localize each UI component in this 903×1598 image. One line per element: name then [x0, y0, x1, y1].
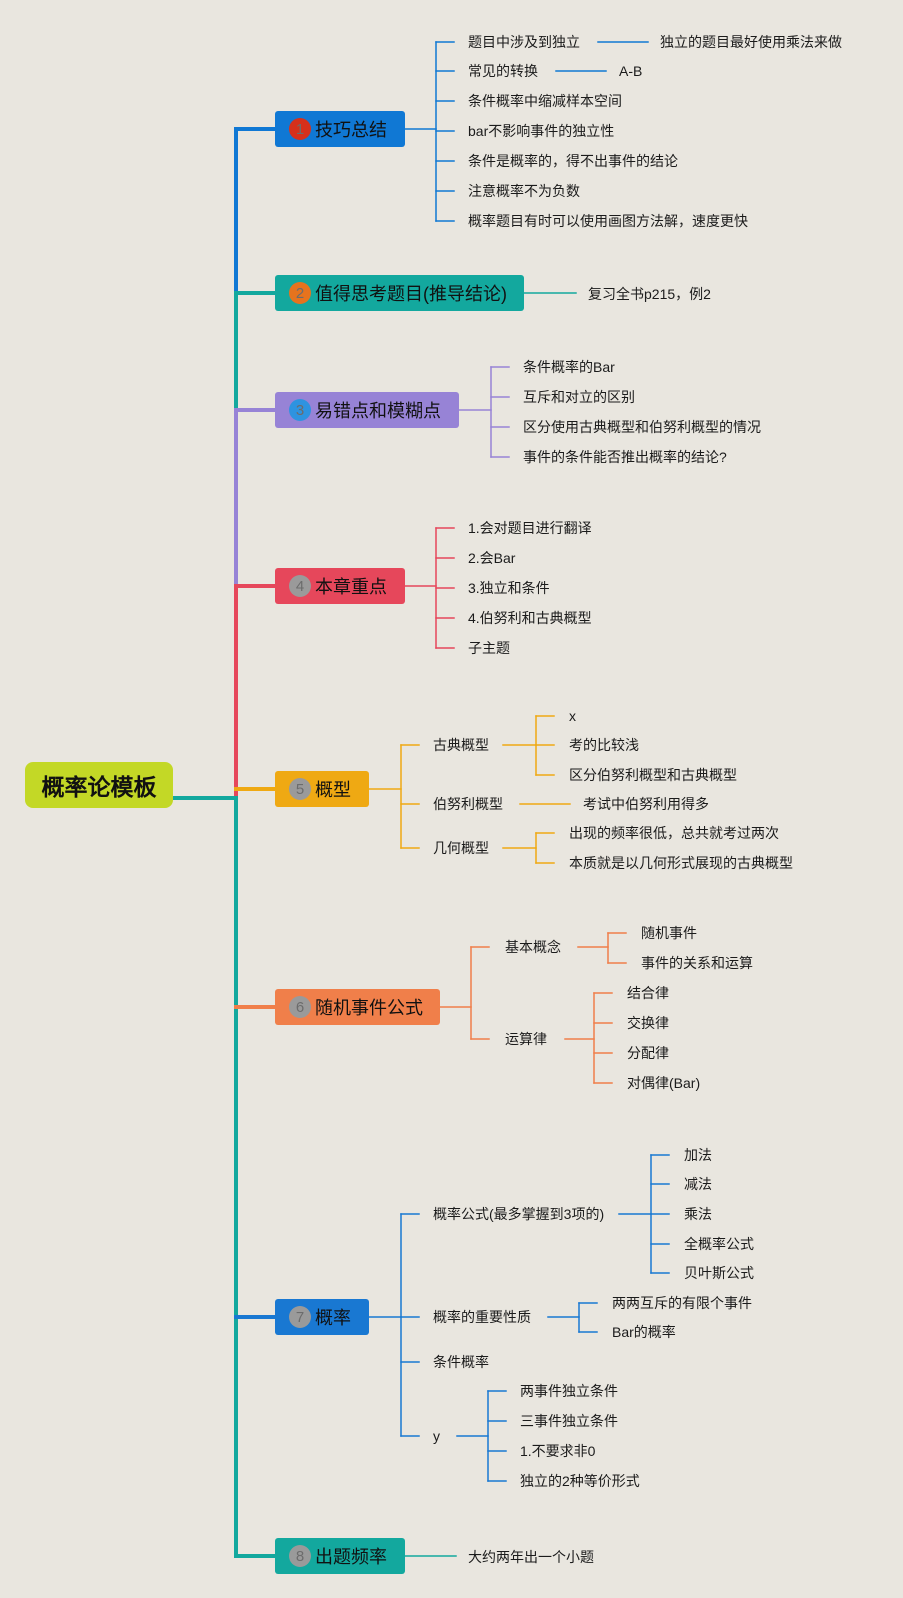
list-item[interactable]: 区分使用古典概型和伯努利概型的情况 [523, 419, 761, 435]
list-item[interactable]: 区分伯努利概型和古典概型 [569, 767, 737, 783]
list-item[interactable]: 注意概率不为负数 [468, 183, 580, 199]
list-item[interactable]: 2.会Bar [468, 550, 516, 566]
branch-6[interactable]: 6 随机事件公式 [275, 989, 440, 1025]
list-item[interactable]: 全概率公式 [684, 1236, 754, 1252]
list-item[interactable]: 4.伯努利和古典概型 [468, 610, 592, 626]
list-item[interactable]: 两两互斥的有限个事件 [612, 1295, 752, 1311]
list-item[interactable]: 对偶律(Bar) [627, 1075, 701, 1091]
branch-label: 技巧总结 [315, 120, 387, 140]
list-item[interactable]: 互斥和对立的区别 [523, 389, 635, 405]
list-item[interactable]: 减法 [684, 1176, 712, 1192]
list-item[interactable]: 运算律 [505, 1031, 547, 1047]
list-item[interactable]: 条件概率中缩减样本空间 [468, 93, 622, 109]
list-item[interactable]: 常见的转换 [468, 63, 538, 79]
number-badge: 5 [289, 778, 311, 800]
list-item[interactable]: 独立的题目最好使用乘法来做 [660, 34, 842, 50]
branch-label: 本章重点 [315, 577, 387, 597]
list-item[interactable]: 三事件独立条件 [520, 1413, 618, 1429]
branch-4[interactable]: 4 本章重点 [275, 568, 405, 604]
list-item[interactable]: 古典概型 [433, 737, 489, 753]
branch-2[interactable]: 2 值得思考题目(推导结论) [275, 275, 524, 311]
list-item[interactable]: x [569, 708, 576, 724]
list-item[interactable]: 本质就是以几何形式展现的古典概型 [569, 855, 793, 871]
list-item[interactable]: Bar的概率 [612, 1324, 676, 1340]
list-item[interactable]: 伯努利概型 [433, 796, 503, 812]
list-item[interactable]: 1.会对题目进行翻译 [468, 520, 592, 536]
list-item[interactable]: 考的比较浅 [569, 737, 639, 753]
list-item[interactable]: bar不影响事件的独立性 [468, 123, 615, 139]
branch-3[interactable]: 3 易错点和模糊点 [275, 392, 459, 428]
list-item[interactable]: 条件概率的Bar [523, 359, 615, 375]
list-item[interactable]: 条件是概率的，得不出事件的结论 [468, 153, 678, 169]
list-item[interactable]: 结合律 [627, 985, 669, 1001]
list-item[interactable]: 复习全书p215，例2 [588, 286, 711, 302]
list-item[interactable]: 概率公式(最多掌握到3项的) [433, 1206, 605, 1222]
list-item[interactable]: 事件的关系和运算 [641, 955, 753, 971]
branch-label: 概型 [315, 780, 351, 800]
number-badge: 2 [289, 282, 311, 304]
branch-8[interactable]: 8 出题频率 [275, 1538, 405, 1574]
root-topic[interactable]: 概率论模板 [25, 762, 173, 808]
branch-label: 概率 [315, 1308, 351, 1328]
list-item[interactable]: 事件的条件能否推出概率的结论? [523, 449, 727, 465]
list-item[interactable]: 条件概率 [433, 1354, 489, 1370]
list-item[interactable]: 随机事件 [641, 925, 697, 941]
list-item[interactable]: 3.独立和条件 [468, 580, 550, 596]
list-item[interactable]: 1.不要求非0 [520, 1443, 596, 1459]
list-item[interactable]: 题目中涉及到独立 [468, 34, 580, 50]
list-item[interactable]: 分配律 [627, 1045, 669, 1061]
number-badge: 3 [289, 399, 311, 421]
list-item[interactable]: 几何概型 [433, 840, 489, 856]
list-item[interactable]: 加法 [684, 1147, 712, 1163]
list-item[interactable]: y [433, 1428, 440, 1444]
branch-label: 随机事件公式 [315, 998, 423, 1018]
list-item[interactable]: 考试中伯努利用得多 [583, 796, 709, 812]
list-item[interactable]: 子主题 [468, 640, 510, 656]
list-item[interactable]: A-B [619, 63, 643, 79]
list-item[interactable]: 基本概念 [505, 939, 561, 955]
list-item[interactable]: 贝叶斯公式 [684, 1265, 754, 1281]
list-item[interactable]: 出现的频率很低，总共就考过两次 [569, 825, 779, 841]
branch-1[interactable]: 1 技巧总结 [275, 111, 405, 147]
number-badge: 1 [289, 118, 311, 140]
branch-5[interactable]: 5 概型 [275, 771, 369, 807]
list-item[interactable]: 大约两年出一个小题 [468, 1549, 594, 1565]
list-item[interactable]: 乘法 [684, 1206, 712, 1222]
branch-7[interactable]: 7 概率 [275, 1299, 369, 1335]
list-item[interactable]: 两事件独立条件 [520, 1383, 618, 1399]
list-item[interactable]: 交换律 [627, 1015, 669, 1031]
number-badge: 4 [289, 575, 311, 597]
branch-label: 易错点和模糊点 [315, 401, 441, 421]
branch-label: 出题频率 [315, 1547, 387, 1567]
list-item[interactable]: 概率的重要性质 [433, 1309, 531, 1325]
list-item[interactable]: 概率题目有时可以使用画图方法解，速度更快 [468, 213, 748, 229]
number-badge: 6 [289, 996, 311, 1018]
branch-label: 值得思考题目(推导结论) [315, 284, 507, 304]
list-item[interactable]: 独立的2种等价形式 [520, 1473, 640, 1489]
number-badge: 7 [289, 1306, 311, 1328]
number-badge: 8 [289, 1545, 311, 1567]
